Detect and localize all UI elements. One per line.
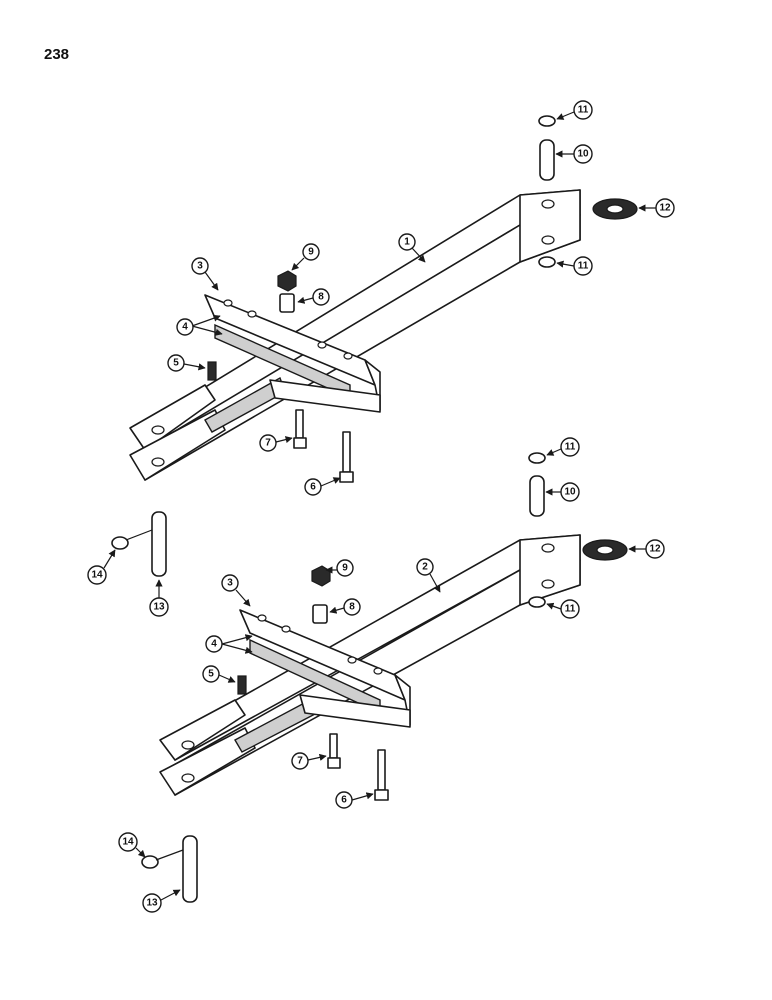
- svg-text:10: 10: [577, 149, 589, 160]
- callout-10-bottom: 10: [545, 482, 580, 502]
- callout-3-bottom: 3: [221, 574, 251, 607]
- svg-text:12: 12: [649, 544, 661, 555]
- svg-text:13: 13: [153, 602, 165, 613]
- svg-text:10: 10: [564, 487, 576, 498]
- callout-12-top: 12: [638, 198, 675, 218]
- svg-text:8: 8: [318, 292, 324, 303]
- callout-8-top: 8: [297, 288, 330, 306]
- callout-13-bottom: 13: [142, 889, 181, 913]
- svg-text:1: 1: [404, 237, 410, 248]
- callout-4-top: 4: [176, 314, 223, 336]
- svg-text:4: 4: [182, 322, 188, 333]
- drawbar-assembly-top: [111, 115, 638, 577]
- svg-text:6: 6: [341, 795, 347, 806]
- callout-9-bottom: 9: [325, 559, 354, 577]
- callout-13-top: 13: [149, 579, 169, 617]
- callout-6-top: 6: [304, 477, 341, 496]
- svg-text:3: 3: [197, 261, 203, 272]
- svg-text:11: 11: [565, 604, 576, 615]
- callout-11-bottom-lower: 11: [546, 599, 580, 619]
- callout-5-bottom: 5: [202, 665, 236, 683]
- callout-10-top: 10: [555, 144, 593, 164]
- callout-6-bottom: 6: [335, 791, 374, 809]
- drawbar-assembly-bottom: [141, 452, 628, 903]
- svg-text:13: 13: [146, 898, 158, 909]
- callout-7-top: 7: [259, 434, 293, 452]
- callout-5-top: 5: [167, 354, 206, 372]
- svg-text:11: 11: [578, 105, 589, 116]
- page-number: 238: [44, 46, 70, 63]
- callout-1-top: 1: [398, 233, 426, 263]
- svg-text:14: 14: [122, 837, 134, 848]
- svg-text:11: 11: [565, 442, 576, 453]
- callout-7-bottom: 7: [291, 752, 327, 770]
- svg-text:5: 5: [173, 358, 179, 369]
- svg-text:9: 9: [342, 563, 348, 574]
- callout-8-bottom: 8: [329, 598, 361, 616]
- svg-text:3: 3: [227, 578, 233, 589]
- callout-2-bottom: 2: [416, 558, 441, 593]
- svg-text:7: 7: [297, 756, 303, 767]
- strap-bottom: [239, 609, 411, 728]
- callout-4-bottom: 4: [205, 634, 253, 654]
- callout-11-bottom-upper: 11: [546, 437, 580, 457]
- svg-text:14: 14: [91, 570, 103, 581]
- drawbar-top: [129, 189, 581, 481]
- svg-text:12: 12: [659, 203, 671, 214]
- callout-11-top-lower: 11: [556, 256, 593, 276]
- svg-text:8: 8: [349, 602, 355, 613]
- callout-11-top-upper: 11: [556, 100, 593, 120]
- hardware-top: [111, 115, 638, 577]
- hardware-bottom: [141, 452, 628, 903]
- svg-text:11: 11: [578, 261, 589, 272]
- callout-14-bottom: 14: [118, 832, 146, 858]
- svg-text:7: 7: [265, 438, 271, 449]
- strap-top: [204, 294, 381, 413]
- svg-text:4: 4: [211, 639, 217, 650]
- callout-14-top: 14: [87, 549, 116, 585]
- callout-9-top: 9: [291, 243, 320, 271]
- svg-text:9: 9: [308, 247, 314, 258]
- callout-12-bottom: 12: [628, 539, 665, 559]
- svg-text:2: 2: [422, 562, 428, 573]
- svg-text:6: 6: [310, 482, 316, 493]
- svg-text:5: 5: [208, 669, 214, 680]
- callout-3-top: 3: [191, 257, 219, 291]
